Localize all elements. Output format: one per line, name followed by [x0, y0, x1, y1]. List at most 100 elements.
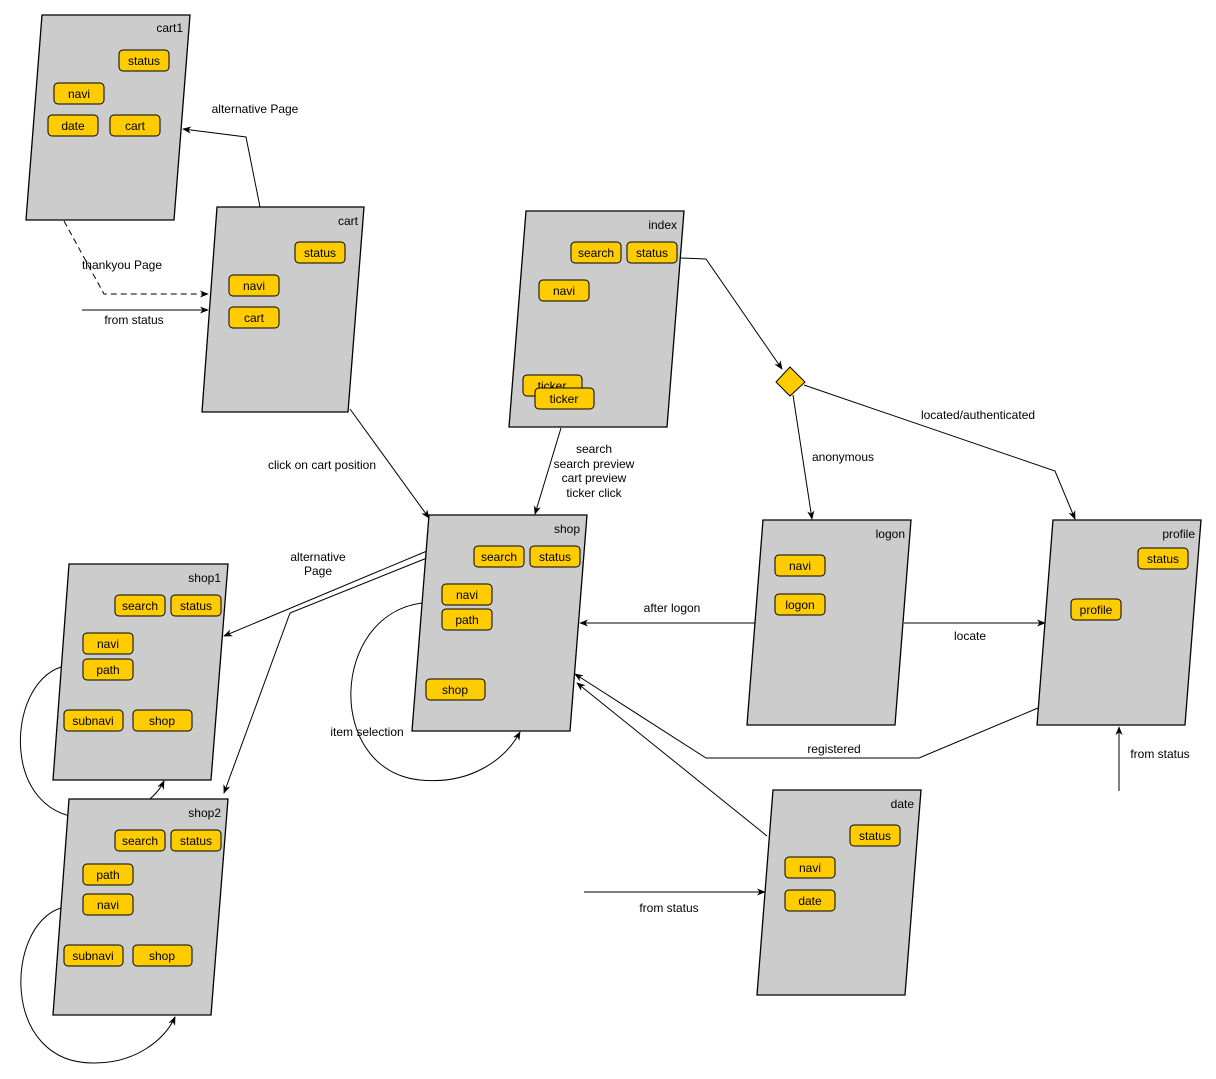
component-box: [529, 545, 581, 568]
component-label: cart: [125, 119, 146, 133]
component-status[interactable]: status: [849, 824, 901, 847]
page-index[interactable]: index search status navi ticker ticker: [508, 210, 685, 428]
component-label: ticker: [550, 392, 579, 406]
component-label: status: [304, 246, 336, 260]
component-label: status: [636, 246, 668, 260]
component-label: search: [578, 246, 614, 260]
component-navi[interactable]: navi: [774, 554, 826, 577]
component-label: status: [1147, 552, 1179, 566]
edge-cart1-to-cart: [63, 220, 209, 298]
page-frame: [1036, 519, 1202, 726]
page-title: index: [648, 218, 677, 232]
component-box: [82, 863, 134, 886]
edge-decision-to-profile: [803, 384, 1076, 520]
component-label: navi: [68, 87, 90, 101]
component-status[interactable]: status: [118, 49, 170, 72]
component-box: [774, 593, 826, 616]
component-profile[interactable]: profile: [1070, 598, 1122, 621]
edge-label-index-shop-4: ticker click: [566, 486, 622, 500]
page-frame: [756, 789, 922, 996]
component-logon[interactable]: logon: [774, 593, 826, 616]
component-ticker-front[interactable]: ticker: [534, 387, 595, 410]
edge-date-to-shop: [576, 682, 768, 837]
edge-cart-to-shop: [349, 408, 430, 519]
component-status[interactable]: status: [1137, 547, 1189, 570]
component-box: [1070, 598, 1122, 621]
component-path[interactable]: path: [82, 658, 134, 681]
component-navi[interactable]: navi: [82, 893, 134, 916]
component-path[interactable]: path: [82, 863, 134, 886]
edge-label-located-authenticated: located/authenticated: [921, 408, 1035, 422]
page-profile[interactable]: profile status profile: [1036, 519, 1202, 726]
component-navi[interactable]: navi: [53, 82, 105, 105]
component-label: navi: [799, 861, 821, 875]
component-status[interactable]: status: [529, 545, 581, 568]
component-box: [47, 114, 99, 137]
component-box: [294, 241, 346, 264]
component-box: [774, 554, 826, 577]
component-cart[interactable]: cart: [228, 306, 280, 329]
component-box: [228, 274, 280, 297]
component-box: [849, 824, 901, 847]
component-search[interactable]: search: [114, 594, 166, 617]
edges: alternative Page thankyou Page from stat…: [19, 102, 1190, 1064]
component-navi[interactable]: navi: [441, 583, 493, 606]
edge-label-alt-page-2: Page: [304, 564, 332, 578]
component-label: search: [122, 834, 158, 848]
edge-shop-to-shop2: [223, 557, 428, 794]
component-label: navi: [97, 898, 119, 912]
page-title: cart: [338, 214, 359, 228]
page-cart[interactable]: cart status navi cart: [201, 206, 365, 413]
edge-cart-to-cart1: [182, 126, 261, 208]
page-title: cart1: [156, 21, 183, 35]
component-navi[interactable]: navi: [538, 279, 590, 302]
edge-label-click-cart-position: click on cart position: [268, 458, 376, 472]
component-label: profile: [1080, 603, 1113, 617]
page-frame: [201, 206, 365, 413]
component-box: [441, 608, 493, 631]
component-box: [425, 678, 486, 701]
component-status[interactable]: status: [294, 241, 346, 264]
component-box: [534, 387, 595, 410]
component-subnavi[interactable]: subnavi: [63, 944, 124, 967]
component-subnavi[interactable]: subnavi: [63, 709, 124, 732]
decision-diamond[interactable]: [775, 366, 806, 397]
component-box: [473, 545, 525, 568]
page-cart1[interactable]: cart1 status navi date cart: [25, 14, 191, 221]
page-frame: [746, 519, 912, 726]
component-box: [1137, 547, 1189, 570]
component-label: path: [96, 663, 119, 677]
component-cart[interactable]: cart: [109, 114, 161, 137]
component-shop[interactable]: shop: [132, 709, 193, 732]
component-label: status: [859, 829, 891, 843]
component-label: shop: [149, 949, 175, 963]
component-navi[interactable]: navi: [784, 856, 836, 879]
component-search[interactable]: search: [473, 545, 525, 568]
page-logon[interactable]: logon navi logon: [746, 519, 912, 726]
component-search[interactable]: search: [570, 241, 622, 264]
page-date[interactable]: date status navi date: [756, 789, 922, 996]
page-shop[interactable]: shop search status navi path shop: [411, 514, 588, 732]
component-label: path: [96, 868, 119, 882]
component-label: navi: [789, 559, 811, 573]
component-box: [441, 583, 493, 606]
edge-label-index-shop-3: cart preview: [562, 471, 627, 485]
component-date[interactable]: date: [784, 889, 836, 912]
component-date[interactable]: date: [47, 114, 99, 137]
edge-label-registered: registered: [807, 742, 860, 756]
page-title: date: [891, 797, 915, 811]
component-navi[interactable]: navi: [82, 632, 134, 655]
component-shop[interactable]: shop: [425, 678, 486, 701]
page-title: logon: [876, 527, 905, 541]
component-navi[interactable]: navi: [228, 274, 280, 297]
edge-label-alternative-page: alternative Page: [212, 102, 299, 116]
component-search[interactable]: search: [114, 829, 166, 852]
component-path[interactable]: path: [441, 608, 493, 631]
page-shop2[interactable]: shop2 search status path navi subnavi sh…: [52, 798, 229, 1016]
component-status[interactable]: status: [626, 241, 678, 264]
page-shop1[interactable]: shop1 search status navi path subnavi sh…: [52, 563, 229, 781]
component-status[interactable]: status: [170, 829, 222, 852]
component-shop[interactable]: shop: [132, 944, 193, 967]
component-status[interactable]: status: [170, 594, 222, 617]
component-box: [82, 893, 134, 916]
